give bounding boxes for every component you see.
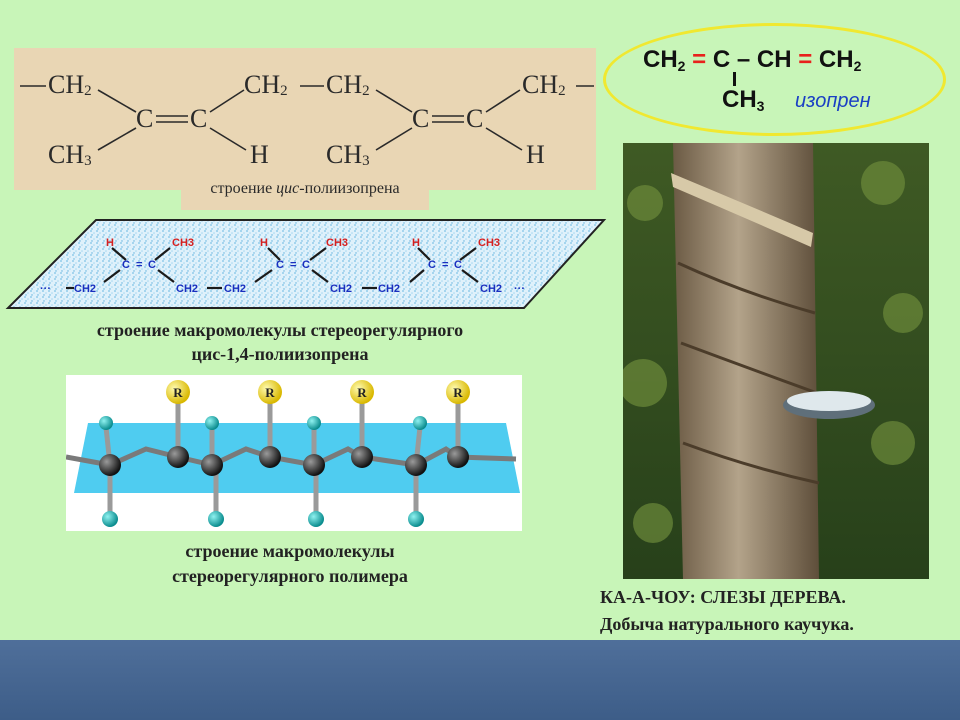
macro-c-4: C: [302, 259, 310, 271]
cis-h-2: H: [526, 140, 545, 169]
stereo-r-4: R: [453, 385, 463, 400]
stereo-plane: [74, 423, 520, 493]
macro-c-2: C: [148, 259, 156, 271]
macro-ch3-1: CH3: [172, 237, 194, 249]
macro-eq-3: =: [442, 259, 448, 271]
cis-ch2-4: CH2: [522, 70, 566, 99]
macro-h-1: H: [106, 237, 114, 249]
macro-ch3-3: CH3: [478, 237, 500, 249]
cis-c-3: C: [412, 104, 430, 133]
macro-eq-1: =: [136, 259, 142, 271]
macro-ch2-5: CH2: [378, 283, 400, 295]
cis-ch2-1: CH2: [48, 70, 92, 99]
macro-h-3: H: [412, 237, 420, 249]
rubber-tree-photo: [623, 143, 929, 579]
stereo-r-3: R: [357, 385, 367, 400]
stereo-r-2: R: [265, 385, 275, 400]
cis-caption: строение цис-полиизопрена: [210, 180, 400, 197]
stereo-caption-line1: строение макромолекулы: [185, 541, 395, 561]
cis-ch3-1: CH3: [48, 140, 92, 169]
macro-ch2-4: CH2: [330, 283, 352, 295]
isoprene-formula-line: CH2 = C – CH = CH2: [643, 46, 862, 74]
macro-c-6: C: [454, 259, 462, 271]
isoprene-label: изопрен: [795, 90, 871, 112]
cis-c-4: C: [466, 104, 484, 133]
cis-c-1: C: [136, 104, 154, 133]
macro-dots-left: ···: [40, 283, 51, 295]
macro-ch2-3: CH2: [224, 283, 246, 295]
stereo-caption-line2: стереорегулярного полимера: [172, 566, 408, 586]
macromolecule-diagram: H CH3 C = C ··· CH2 CH2 CH2 H CH3 C = C …: [5, 219, 607, 309]
macro-ch2-1: CH2: [74, 283, 96, 295]
isoprene-ch3: CH3: [722, 86, 765, 114]
macro-eq-2: =: [290, 259, 296, 271]
stereo-r-1: R: [173, 385, 183, 400]
macro-c-3: C: [276, 259, 284, 271]
stereo-polymer-panel: R R R R: [65, 375, 522, 531]
isoprene-ellipse: [603, 23, 946, 136]
macro-ch2-6: CH2: [480, 283, 502, 295]
macro-c-1: C: [122, 259, 130, 271]
macro-plane: [5, 219, 607, 309]
macro-dots-right: ···: [514, 283, 525, 295]
photo-caption-line2: Добыча натурального каучука.: [600, 614, 854, 634]
slide-footer-band: [0, 640, 960, 720]
cis-ch3-2: CH3: [326, 140, 370, 169]
cis-ch2-3: CH2: [326, 70, 370, 99]
cis-h-1: H: [250, 140, 269, 169]
stereo-polymer-diagram: R R R R: [65, 380, 520, 527]
macro-ch3-2: CH3: [326, 237, 348, 249]
macro-ch2-2: CH2: [176, 283, 198, 295]
isoprene-branch-bond: [733, 72, 736, 86]
macro-caption-line1: строение макромолекулы стереорегулярного: [96, 320, 464, 340]
macro-h-2: H: [260, 237, 268, 249]
cis-ch2-2: CH2: [244, 70, 288, 99]
cis-caption-box: [181, 174, 429, 210]
macro-c-5: C: [428, 259, 436, 271]
cis-c-2: C: [190, 104, 208, 133]
cis-polyisoprene-panel: [14, 48, 596, 190]
photo-caption-line1: КА-А-ЧОУ: СЛЕЗЫ ДЕРЕВА.: [600, 587, 846, 607]
macro-caption-line2: цис-1,4-полиизопрена: [191, 344, 369, 364]
